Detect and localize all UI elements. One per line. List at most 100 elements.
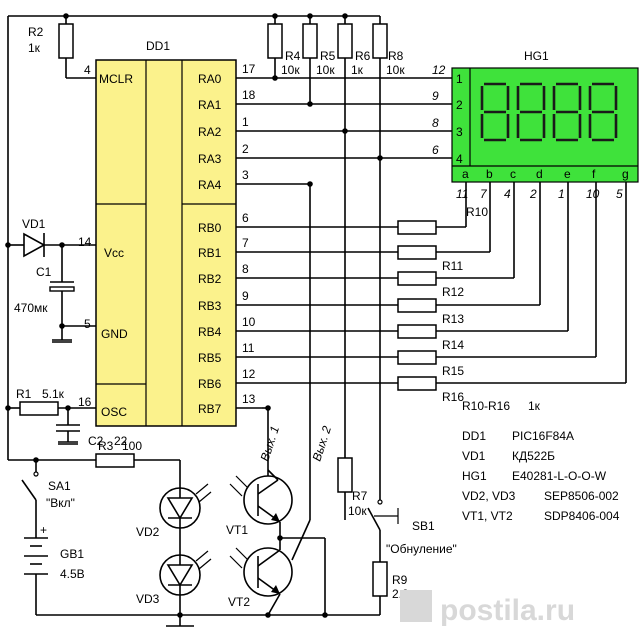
r1-value: 5.1к [42, 387, 65, 401]
segment-resistor [397, 376, 437, 391]
seven-seg-digit [552, 82, 582, 142]
r9-name: R9 [392, 573, 408, 587]
segment-resistor [397, 220, 437, 235]
pin-label-mclr: MCLR [99, 72, 133, 86]
pin-num-vcc: 14 [78, 235, 92, 249]
display-digit-label: 2 [456, 98, 463, 112]
legend-ref: HG1 [462, 469, 487, 483]
watermark: postila.ru [400, 590, 575, 627]
vd1-diode: VD1 [8, 217, 96, 258]
r5-value: 10к [316, 63, 335, 77]
chip-pin-number: 12 [242, 367, 256, 381]
chip-pin-label: RA4 [198, 178, 222, 192]
r5-name: R5 [320, 49, 336, 63]
display-segment-label: c [510, 167, 516, 181]
r3-value: 100 [122, 439, 142, 453]
chip-pin-label: RB2 [198, 272, 222, 286]
segment-resistor [397, 271, 437, 286]
reset-section: R7 10к SB1 "Обнуление" R9 2.2к [337, 131, 457, 615]
r1-name: R1 [16, 387, 32, 401]
legend-part: PIC16F84A [512, 429, 574, 443]
sa1-name: SA1 [48, 479, 71, 493]
segment-resistor-name: R16 [442, 390, 464, 404]
display-digit-pin-number: 8 [432, 116, 439, 130]
r2-value: 1к [28, 41, 41, 55]
display-segment-pin-number: 4 [504, 187, 511, 201]
chip-pin-number: 3 [242, 168, 249, 182]
legend-ref: DD1 [462, 429, 486, 443]
chip-pin-number: 13 [242, 392, 256, 406]
display-segment-pin-number: 2 [529, 187, 537, 201]
legend-ref: VD1 [462, 449, 486, 463]
r2-resistor: R2 1к [28, 16, 96, 79]
display-digit-pin-number: 9 [432, 89, 439, 103]
display-digit-pin-number: 12 [432, 63, 446, 77]
legend-part: SDP8406-004 [544, 509, 620, 523]
segment-resistor [397, 298, 437, 313]
ra-bus [262, 75, 452, 187]
power-rails [5, 13, 380, 460]
pin-num-mclr: 4 [84, 63, 91, 77]
chip-pin-number: 8 [242, 262, 249, 276]
sa1-label: "Вкл" [46, 496, 75, 510]
chip-right-pins: RA017RA118RA21RA32RA43RB06RB17RB28RB39RB… [198, 62, 262, 416]
pin-num-osc: 16 [78, 395, 92, 409]
legend-ref: VD2, VD3 [462, 489, 516, 503]
pin-num-gnd: 5 [84, 317, 91, 331]
r7-name: R7 [352, 489, 368, 503]
vd1-name: VD1 [22, 217, 46, 231]
chip-pin-number: 2 [242, 142, 249, 156]
seven-seg-digit [516, 82, 546, 142]
vt2-name: VT2 [228, 595, 250, 609]
power-section: SA1 "Вкл" + GB1 4.5В R3 100 VD2 VD3 [8, 439, 380, 627]
r8-value: 10к [386, 63, 405, 77]
display-segment-label: d [536, 167, 543, 181]
chip-pin-label: RB0 [198, 221, 222, 235]
chip-pin-label: RB6 [198, 377, 222, 391]
watermark-text: postila.ru [440, 594, 575, 627]
chip-pin-number: 10 [242, 315, 256, 329]
segment-resistor-name: R14 [442, 338, 464, 352]
r8-name: R8 [388, 49, 404, 63]
out1-label: Вых. 1 [258, 424, 282, 463]
legend-part: 1к [528, 399, 541, 413]
display-digit-label: 3 [456, 125, 463, 139]
r4-value: 10к [281, 63, 300, 77]
chip-pin-label: RB7 [198, 402, 222, 416]
legend-part: E40281-L-O-O-W [512, 469, 607, 483]
gb1-name: GB1 [60, 547, 84, 561]
display-segment-pin-number: 7 [480, 187, 488, 201]
display-segment-label: e [564, 167, 571, 181]
pin-label-gnd: GND [101, 327, 128, 341]
display-segment-label: a [462, 167, 469, 181]
c1-capacitor: C1 470мк [14, 245, 96, 343]
c2-value: 22 [114, 434, 128, 448]
vt1-name: VT1 [226, 523, 248, 537]
chip-pin-label: RB5 [198, 351, 222, 365]
chip-pin-number: 1 [242, 115, 249, 129]
pin-label-vcc: Vcc [104, 246, 124, 260]
chip-designator: DD1 [146, 39, 170, 53]
segment-resistor-name: R15 [442, 364, 464, 378]
pin-label-osc: OSC [101, 405, 127, 419]
display-digit-pin-number: 6 [432, 143, 439, 157]
r2-name: R2 [28, 25, 44, 39]
segment-resistor-name: R13 [442, 312, 464, 326]
r1-c2-oscillator: R1 5.1к C2 22 [8, 387, 128, 448]
gb1-value: 4.5В [60, 567, 85, 581]
chip-pin-number: 11 [242, 341, 255, 355]
chip-pin-label: RA0 [198, 72, 222, 86]
display-segment-label: g [622, 167, 629, 181]
display-digits [480, 82, 618, 142]
seven-seg-digit [588, 82, 618, 142]
chip-pin-number: 6 [242, 211, 249, 225]
chip-pin-number: 17 [242, 62, 256, 76]
display-digit-label: 4 [456, 152, 463, 166]
seven-seg-digit [480, 82, 510, 142]
vd2-name: VD2 [136, 525, 160, 539]
display-designator: HG1 [524, 49, 549, 63]
pullup-resistors: R4 10к R5 10к R6 1к R8 10к [267, 16, 405, 158]
